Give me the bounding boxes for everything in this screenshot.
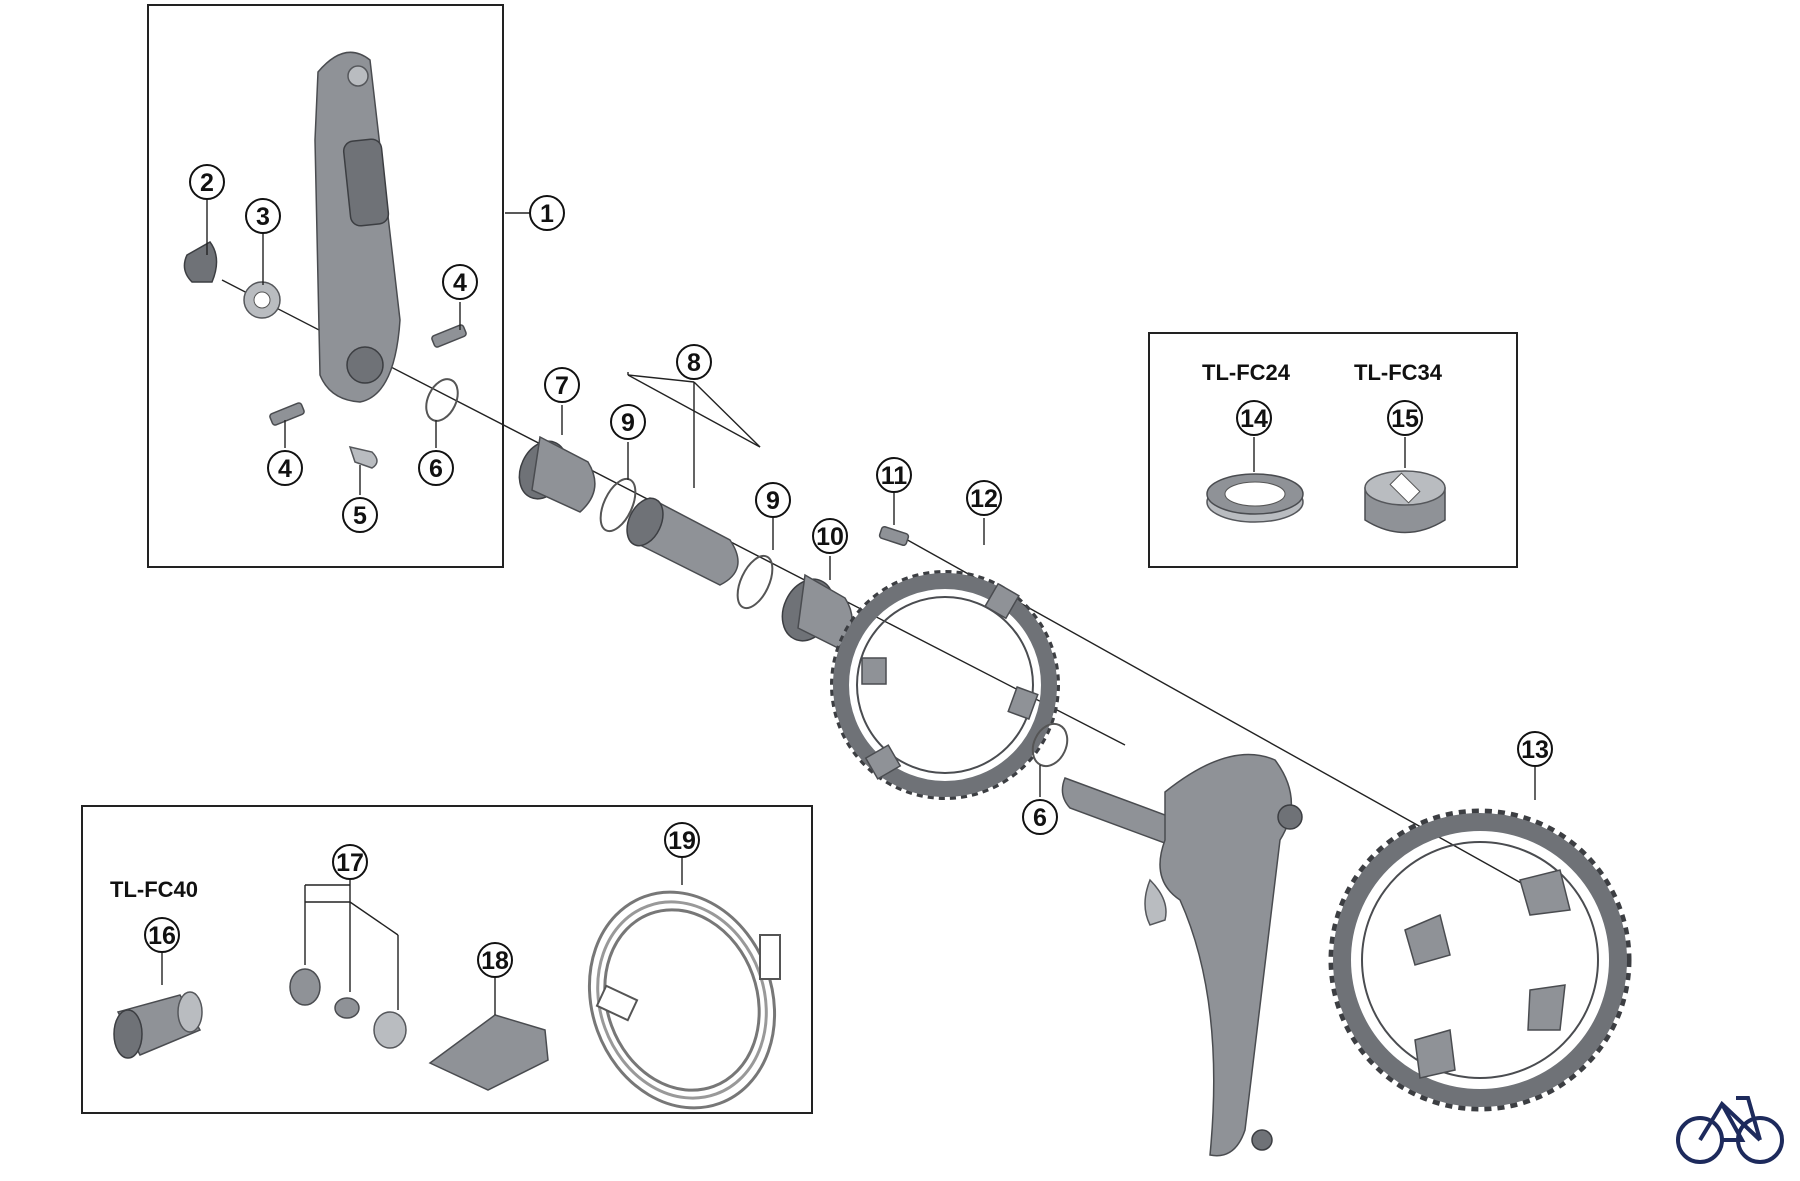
o-ring-upper bbox=[425, 378, 459, 422]
svg-text:13: 13 bbox=[1521, 736, 1549, 764]
callout-6-lower: 6 bbox=[1022, 799, 1058, 835]
inner-chainring bbox=[830, 570, 1060, 800]
callout-7: 7 bbox=[544, 367, 580, 403]
bb-adapter-right bbox=[781, 573, 853, 649]
tool-label-tl-fc24: TL-FC24 bbox=[1202, 360, 1291, 385]
pinch-bolt-upper bbox=[431, 324, 467, 348]
callout-12: 12 bbox=[966, 480, 1002, 516]
accessories-box bbox=[81, 805, 813, 1114]
left-crank-arm bbox=[314, 51, 401, 403]
bb-spacer-ring-left bbox=[599, 477, 637, 533]
svg-text:8: 8 bbox=[687, 349, 701, 377]
svg-text:6: 6 bbox=[1033, 804, 1047, 832]
callout-4-upper: 4 bbox=[442, 264, 478, 300]
svg-text:9: 9 bbox=[621, 409, 635, 437]
bicycle-icon bbox=[1676, 1096, 1784, 1164]
o-ring-lower bbox=[1031, 722, 1069, 768]
bb-spacer-ring-right bbox=[736, 554, 774, 610]
callout-4-lower: 4 bbox=[267, 450, 303, 486]
tl-fc40-tool bbox=[113, 991, 203, 1059]
cap-nut bbox=[243, 281, 281, 319]
callout-9-left: 9 bbox=[610, 404, 646, 440]
bb-adapter-left bbox=[518, 435, 596, 513]
callout-6-upper: 6 bbox=[418, 450, 454, 486]
tool-plate bbox=[428, 1014, 549, 1091]
callout-14: 14 bbox=[1236, 400, 1272, 436]
callout-1: 1 bbox=[529, 195, 565, 231]
callout-13: 13 bbox=[1517, 731, 1553, 767]
svg-text:18: 18 bbox=[481, 947, 509, 975]
callout-11: 11 bbox=[876, 457, 912, 493]
usb-charging-cable bbox=[587, 890, 781, 1110]
callout-5: 5 bbox=[342, 497, 378, 533]
svg-text:3: 3 bbox=[256, 203, 270, 231]
tl-fc24-tool bbox=[1206, 473, 1304, 523]
svg-text:17: 17 bbox=[336, 849, 364, 877]
callout-15: 15 bbox=[1387, 400, 1423, 436]
callout-18: 18 bbox=[477, 942, 513, 978]
svg-text:4: 4 bbox=[453, 269, 467, 297]
battery-cover-small bbox=[334, 997, 360, 1019]
svg-text:14: 14 bbox=[1240, 405, 1268, 433]
battery-cover-large bbox=[289, 968, 321, 1006]
svg-text:9: 9 bbox=[766, 487, 780, 515]
svg-text:11: 11 bbox=[881, 462, 908, 490]
callout-19: 19 bbox=[664, 822, 700, 858]
svg-text:19: 19 bbox=[668, 827, 696, 855]
svg-text:16: 16 bbox=[148, 922, 176, 950]
svg-text:10: 10 bbox=[816, 523, 844, 551]
bb-inner-sleeve bbox=[626, 497, 739, 586]
callout-10: 10 bbox=[812, 518, 848, 554]
svg-text:2: 2 bbox=[200, 169, 214, 197]
battery-cover-ring bbox=[373, 1011, 407, 1049]
callout-9-right: 9 bbox=[755, 482, 791, 518]
callout-17: 17 bbox=[332, 844, 368, 880]
tl-fc34-tool bbox=[1364, 470, 1446, 534]
outer-chainring bbox=[1328, 808, 1632, 1112]
right-crank-arm bbox=[1061, 753, 1303, 1157]
svg-text:4: 4 bbox=[278, 455, 292, 483]
pinch-bolt-lower bbox=[269, 402, 305, 426]
svg-text:7: 7 bbox=[555, 372, 569, 400]
stopper-plate bbox=[348, 445, 378, 469]
svg-text:1: 1 bbox=[540, 200, 554, 228]
callout-8: 8 bbox=[676, 344, 712, 380]
bottom-bracket-tools-box bbox=[1148, 332, 1518, 568]
callout-3: 3 bbox=[245, 198, 281, 234]
callout-2: 2 bbox=[189, 164, 225, 200]
chainring-bolt bbox=[878, 525, 910, 547]
leader-lines bbox=[161, 200, 1536, 1015]
crank-cap bbox=[183, 241, 218, 283]
callout-16: 16 bbox=[144, 917, 180, 953]
left-crank-group-box bbox=[147, 4, 504, 568]
tool-label-tl-fc40: TL-FC40 bbox=[110, 877, 198, 902]
svg-text:6: 6 bbox=[429, 455, 443, 483]
svg-text:15: 15 bbox=[1391, 405, 1419, 433]
svg-text:12: 12 bbox=[970, 485, 998, 513]
tool-label-tl-fc34: TL-FC34 bbox=[1354, 360, 1443, 385]
svg-text:5: 5 bbox=[353, 502, 367, 530]
